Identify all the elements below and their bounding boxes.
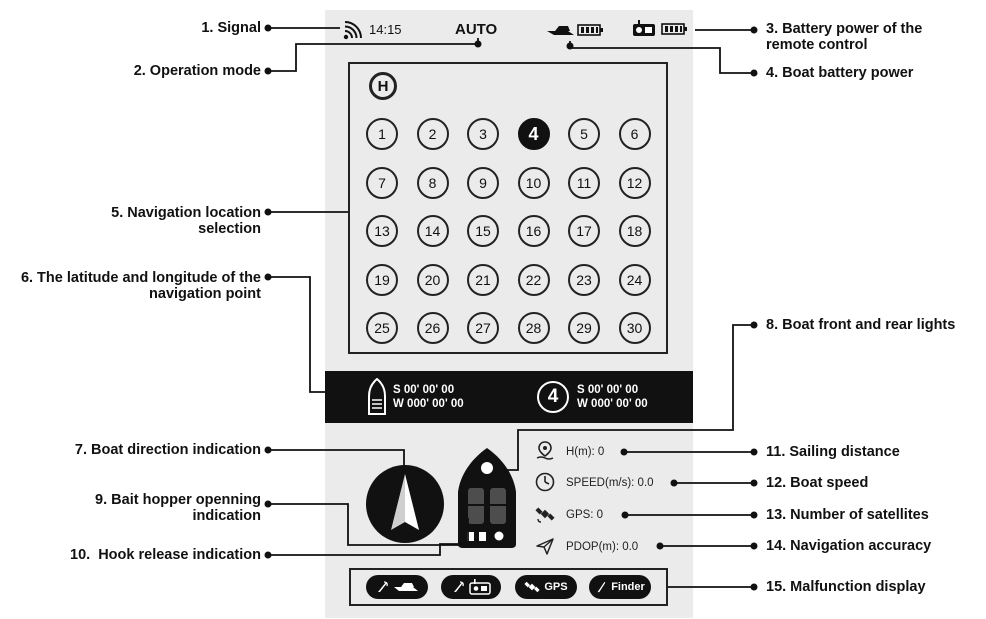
finder-fault-indicator: Finder (589, 575, 651, 599)
navigation-accuracy: PDOP(m): 0.0 (566, 541, 639, 553)
paper-plane-icon (536, 538, 554, 555)
callout-operation-mode: 2. Operation mode (133, 63, 261, 79)
boat-speed: SPEED(m/s): 0.0 (566, 477, 654, 489)
gps-fault-indicator: GPS (515, 575, 577, 599)
nav-point-button[interactable]: 26 (416, 312, 449, 344)
nav-point-button[interactable]: 2 (416, 118, 449, 150)
nav-point-button[interactable]: 19 (366, 263, 398, 296)
callout-malfunction: 15. Malfunction display (766, 579, 926, 595)
slash-icon (378, 581, 388, 592)
boat-battery-icon (547, 24, 603, 36)
nav-point-button[interactable]: 8 (416, 166, 449, 199)
remote-battery-icon (633, 20, 687, 36)
nav-point-button[interactable]: 20 (416, 263, 449, 296)
nav-point-button[interactable]: 16 (517, 215, 550, 247)
sailing-distance: H(m): 0 (566, 446, 605, 458)
nav-point-button[interactable]: 10 (517, 166, 550, 199)
location-pin-icon (536, 441, 554, 460)
callout-remote-battery: 3. Battery power of the remote control (766, 21, 923, 53)
callout-lights: 8. Boat front and rear lights (766, 317, 956, 333)
signal-icon (343, 21, 362, 40)
callout-bait-hopper: 9. Bait hopper openning indication (95, 492, 261, 524)
boat-outline-icon (368, 378, 386, 415)
home-point-button[interactable]: H (369, 72, 397, 100)
slash-icon (597, 581, 606, 593)
point-latitude: S 00' 00' 00 (577, 384, 639, 396)
malfunction-bar (349, 568, 668, 606)
boat-fault-indicator (366, 575, 428, 599)
callout-sailing-distance: 11. Sailing distance (766, 444, 900, 460)
nav-point-button[interactable]: 1 (366, 118, 398, 150)
satellite-icon (535, 507, 555, 523)
callout-hook-release: 10. Hook release indication (70, 547, 261, 563)
navigation-grid (348, 62, 668, 354)
satellite-count: GPS: 0 (566, 509, 604, 521)
remote-icon (469, 579, 491, 595)
boat-status-icon (458, 448, 516, 548)
nav-point-button[interactable]: 11 (568, 166, 600, 199)
operation-mode: AUTO (455, 21, 498, 38)
nav-point-button[interactable]: 21 (467, 263, 499, 296)
remote-fault-indicator (441, 575, 501, 599)
callout-boat-direction: 7. Boat direction indication (74, 442, 261, 458)
speedometer-icon (535, 472, 555, 492)
nav-point-button[interactable]: 12 (618, 166, 651, 199)
nav-point-button[interactable]: 6 (618, 118, 651, 150)
callout-navigation-location: 5. Navigation location selection (111, 205, 261, 237)
nav-point-button[interactable]: 23 (568, 263, 600, 296)
nav-point-button[interactable]: 14 (416, 215, 449, 247)
nav-point-button[interactable]: 15 (467, 215, 499, 247)
coordinates-bar (325, 371, 693, 423)
slash-icon (454, 581, 464, 592)
callout-nav-accuracy: 14. Navigation accuracy (766, 538, 932, 554)
nav-point-button[interactable]: 24 (618, 263, 651, 296)
nav-point-button[interactable]: 22 (517, 263, 550, 296)
nav-point-button[interactable]: 13 (366, 215, 398, 247)
nav-point-button[interactable]: 29 (568, 312, 600, 344)
target-point-badge: 4 (537, 381, 569, 413)
nav-point-button[interactable]: 7 (366, 166, 398, 199)
nav-point-button[interactable]: 25 (366, 312, 398, 344)
nav-point-button[interactable]: 30 (618, 312, 651, 344)
nav-point-button[interactable]: 5 (568, 118, 600, 150)
boat-latitude: S 00' 00' 00 (393, 384, 455, 396)
callout-lat-long: 6. The latitude and longitude of the nav… (20, 270, 261, 302)
finder-fault-label: Finder (611, 581, 645, 593)
nav-point-button[interactable]: 18 (618, 215, 651, 247)
nav-point-button[interactable]: 4 (517, 118, 550, 150)
nav-point-button[interactable]: 9 (467, 166, 499, 199)
nav-point-button[interactable]: 27 (467, 312, 499, 344)
point-longitude: W 000' 00' 00 (577, 398, 648, 410)
gps-fault-label: GPS (544, 581, 568, 593)
boat-longitude: W 000' 00' 00 (393, 398, 464, 410)
satellite-icon (524, 581, 541, 593)
callout-boat-battery: 4. Boat battery power (766, 65, 914, 81)
direction-arrow-icon (366, 465, 444, 543)
nav-point-button[interactable]: 28 (517, 312, 550, 344)
boat-icon (394, 583, 418, 591)
nav-point-button[interactable]: 17 (568, 215, 600, 247)
clock-time: 14:15 (369, 22, 402, 37)
callout-satellites: 13. Number of satellites (766, 507, 929, 523)
callout-boat-speed: 12. Boat speed (766, 475, 869, 491)
nav-point-button[interactable]: 3 (467, 118, 499, 150)
callout-signal: 1. Signal (201, 20, 261, 36)
